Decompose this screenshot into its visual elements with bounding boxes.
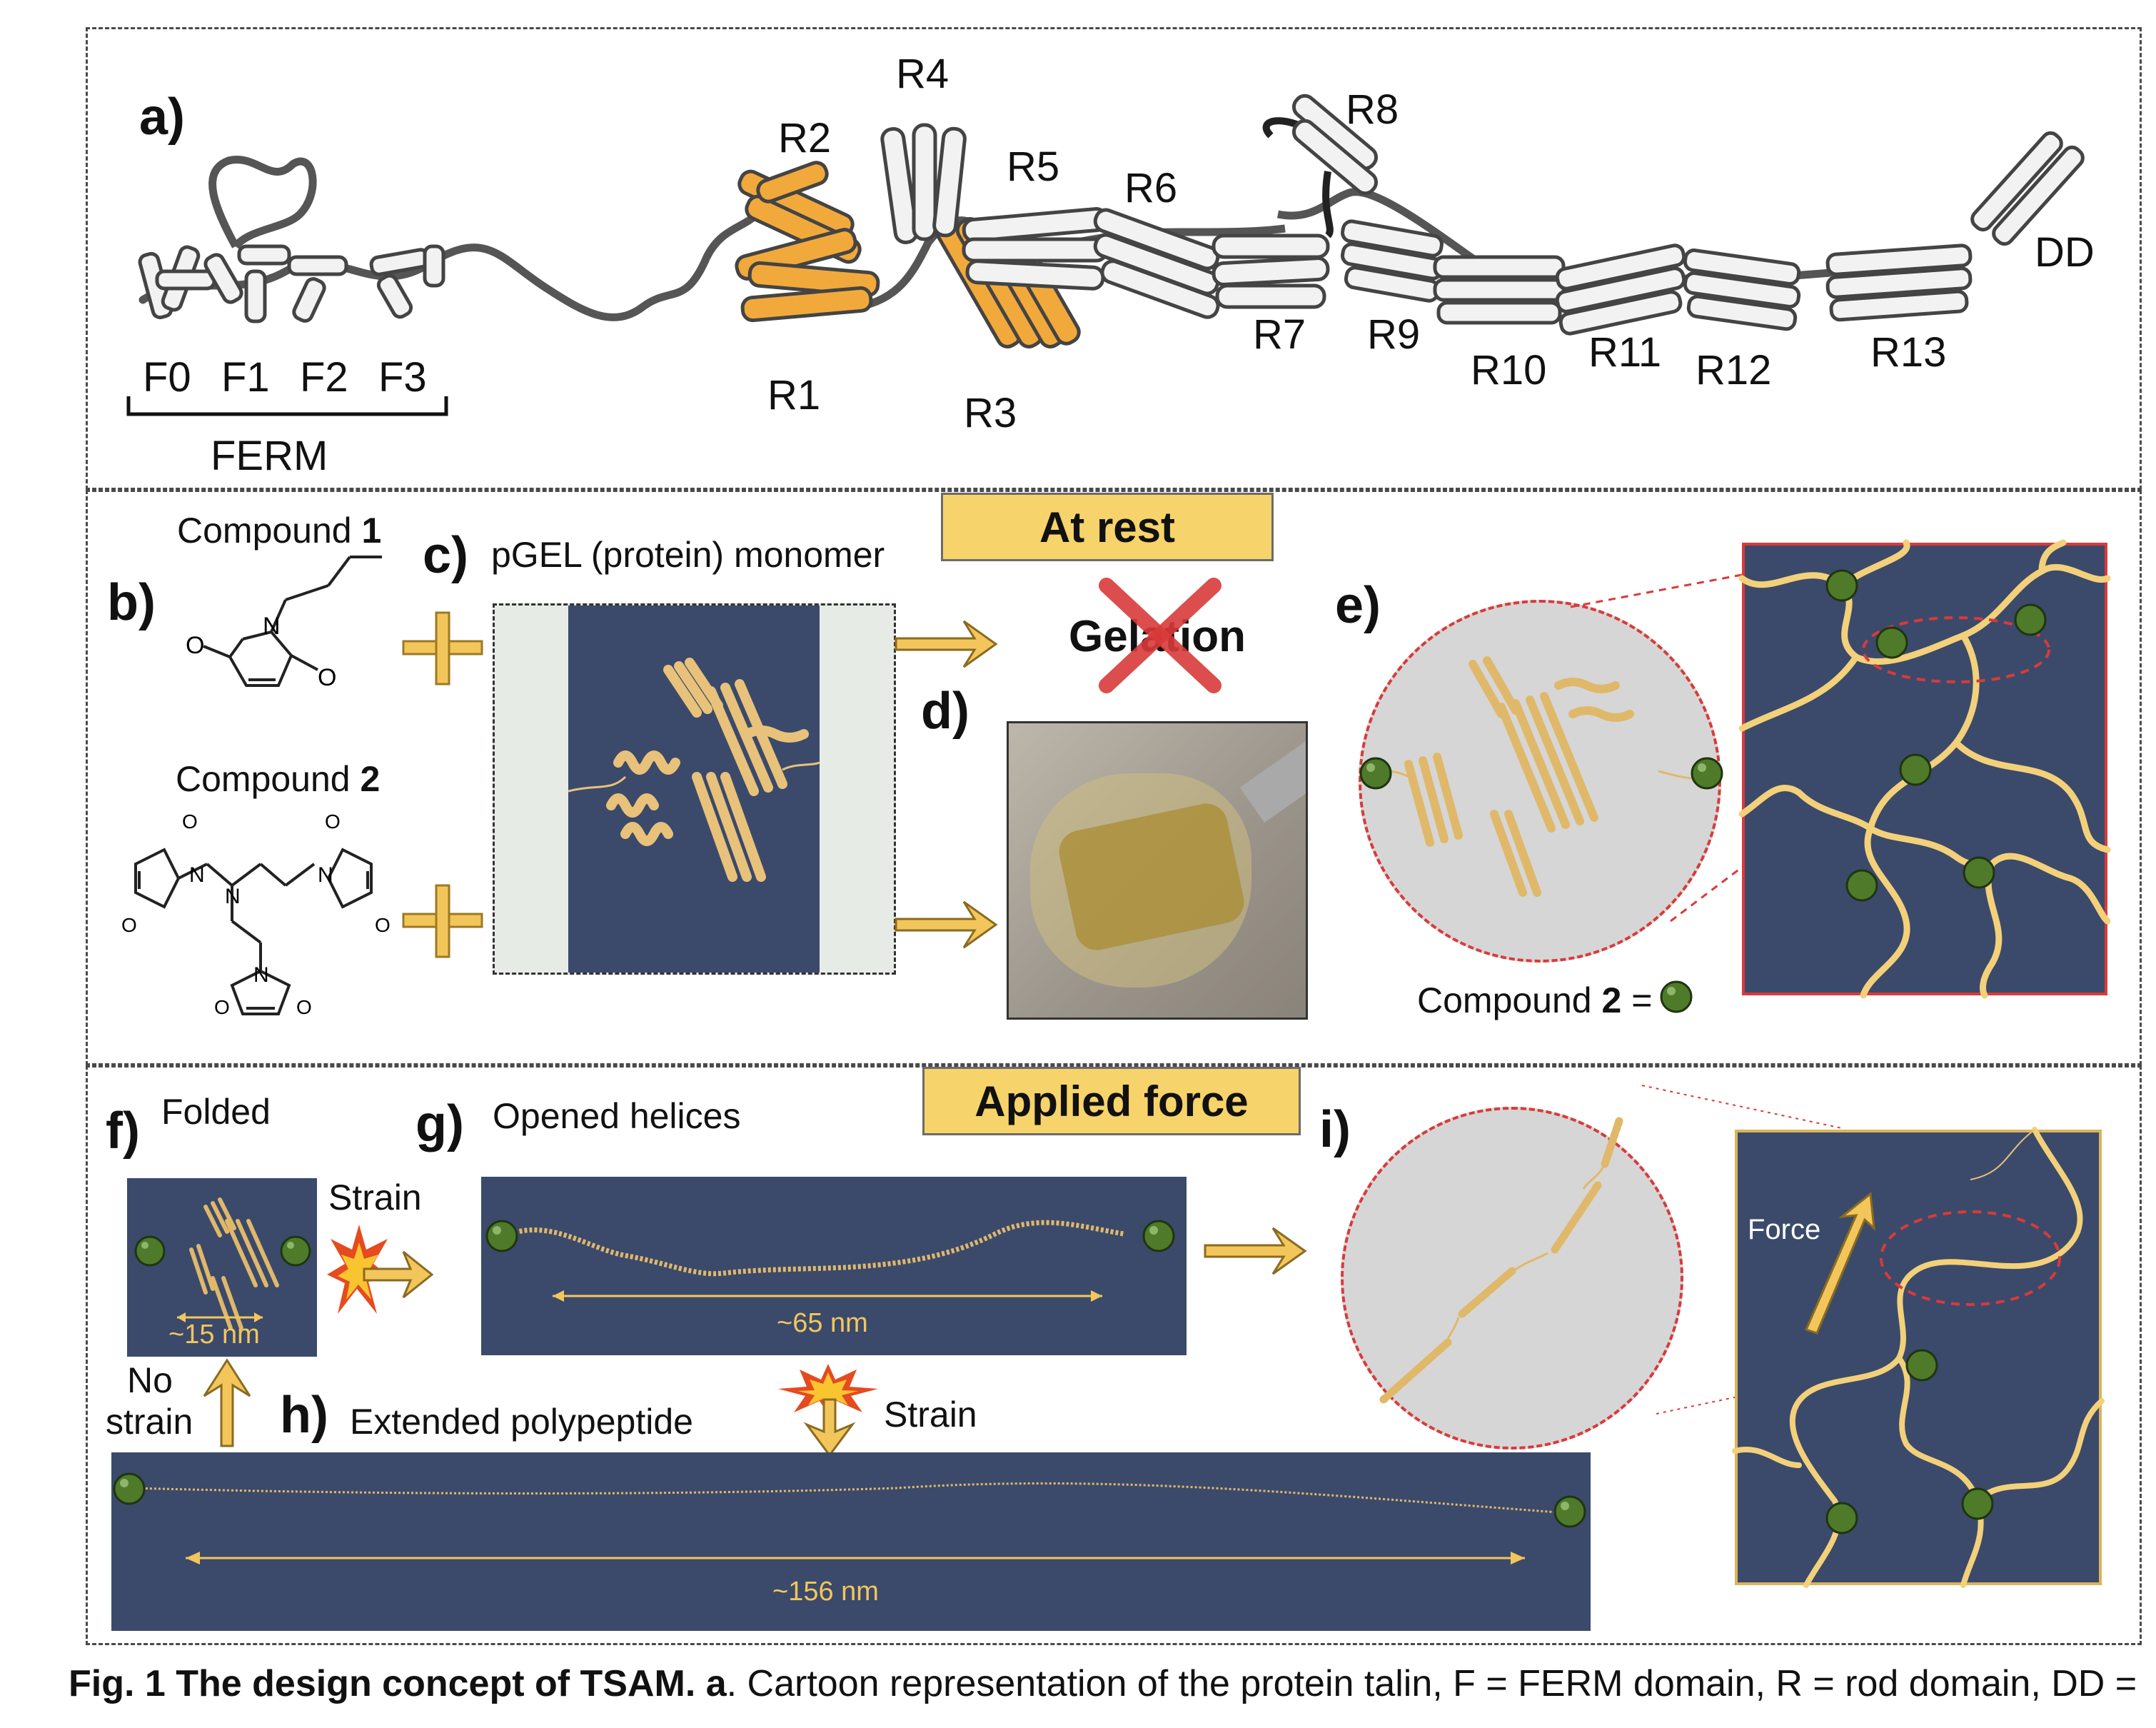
hydrogel-photo: [1007, 721, 1308, 1020]
bead-icon: [280, 1235, 311, 1267]
folded-drawing: [177, 1197, 279, 1330]
compound2-structure: N N N N O O O O O O: [121, 810, 391, 1018]
ferm-f0-label: F0: [143, 354, 191, 401]
extended-label: Extended polypeptide: [350, 1402, 693, 1442]
rod-r9-label: R9: [1367, 311, 1421, 358]
monomer-circle: [1359, 600, 1721, 963]
no-strain-label: strain: [106, 1402, 193, 1442]
svg-text:N: N: [263, 613, 281, 640]
svg-text:N: N: [253, 963, 269, 987]
protein-ribbon: [568, 658, 820, 882]
strain-top-label: Strain: [328, 1177, 422, 1217]
arrow-right-icon: [1204, 1227, 1307, 1275]
svg-text:O: O: [214, 996, 230, 1018]
figure-caption: Fig. 1 The design concept of TSAM. a. Ca…: [69, 1663, 2137, 1704]
rod-r7-label: R7: [1253, 311, 1306, 358]
bead-icon: [1553, 1495, 1586, 1528]
rod-r4-label: R4: [896, 51, 949, 97]
svg-text:O: O: [325, 810, 341, 833]
rod-r13-label: R13: [1870, 329, 1947, 376]
svg-text:O: O: [121, 914, 137, 936]
svg-text:O: O: [186, 632, 204, 659]
extended-box: [111, 1452, 1591, 1631]
rod-r12-label: R12: [1696, 347, 1772, 393]
stretched-circle: [1341, 1107, 1683, 1450]
extended-drawing: [132, 1482, 1568, 1564]
bead-icon: [485, 1220, 518, 1252]
ferm-f2-label: F2: [300, 354, 348, 401]
arrow-right-icon: [895, 620, 998, 668]
rod-r11-label: R11: [1588, 329, 1662, 376]
stretched-ribbon: [1379, 1117, 1623, 1404]
panel-f-i: [86, 1065, 2142, 1645]
plus-icon: [402, 884, 483, 958]
panel-b-label: b): [107, 574, 156, 631]
extended-scale: ~156 nm: [772, 1577, 879, 1607]
svg-text:O: O: [318, 664, 336, 691]
compound1-structure: O O N: [186, 556, 382, 691]
force-network-drawing: [1732, 1127, 2105, 1588]
panel-d-label: d): [921, 683, 969, 740]
rod-r6-label: R6: [1124, 165, 1178, 211]
svg-text:O: O: [182, 810, 198, 833]
panel-f-label: f): [106, 1102, 140, 1160]
rod-r5-label: R5: [1007, 144, 1060, 190]
bead-icon: [1359, 757, 1392, 790]
explosion-icon: [778, 1364, 878, 1414]
panel-b-e: [86, 490, 2142, 1065]
bead-icon: [1142, 1220, 1175, 1252]
network-drawing: [1738, 539, 2111, 999]
svg-text:O: O: [296, 996, 312, 1018]
at-rest-banner: At rest: [941, 493, 1274, 561]
rod-r8-label: R8: [1346, 86, 1399, 133]
panel-a-label: a): [139, 89, 186, 146]
folded-label: Folded: [161, 1092, 271, 1132]
opened-label: Opened helices: [493, 1096, 741, 1136]
no-label: No: [127, 1360, 173, 1400]
svg-text:N: N: [189, 863, 205, 887]
force-label: Force: [1748, 1214, 1821, 1245]
panel-h-label: h): [280, 1387, 328, 1444]
ferm-f3-label: F3: [378, 354, 427, 401]
opened-scale: ~65 nm: [777, 1308, 868, 1338]
arrow-right-icon: [895, 900, 998, 949]
panel-i-label: i): [1319, 1101, 1351, 1158]
arrow-down-icon: [803, 1398, 856, 1457]
compound2-label: Compound 2: [176, 759, 381, 799]
compound1-label: Compound 1: [177, 511, 382, 551]
explosion-icon: [327, 1225, 391, 1314]
cross-icon: [1099, 578, 1221, 693]
dd-label: DD: [2035, 229, 2095, 276]
svg-text:N: N: [318, 863, 333, 887]
monomer-title: pGEL (protein) monomer: [491, 535, 885, 575]
panel-e-label: e): [1335, 577, 1381, 634]
rod-r10-label: R10: [1471, 347, 1547, 393]
svg-text:O: O: [375, 914, 391, 936]
plus-icon: [402, 611, 483, 685]
rod-r1-label: R1: [767, 372, 821, 418]
folded-scale: ~15 nm: [168, 1320, 260, 1350]
legend-label: Compound 2 =: [1417, 980, 1653, 1020]
bead-icon: [1660, 980, 1693, 1013]
rod-r3-label: R3: [964, 390, 1017, 436]
panel-g-label: g): [415, 1095, 464, 1152]
applied-force-banner: Applied force: [922, 1067, 1301, 1135]
panel-a: [86, 27, 2142, 490]
arrow-right-icon: [363, 1250, 434, 1299]
ferm-label: FERM: [211, 433, 328, 479]
svg-text:N: N: [225, 885, 241, 908]
ferm-f1-label: F1: [221, 354, 270, 401]
talin-cartoon: [126, 94, 2085, 416]
bead-icon: [1691, 757, 1723, 790]
arrow-up-icon: [203, 1358, 251, 1447]
opened-drawing: [508, 1220, 1124, 1302]
rod-r2-label: R2: [778, 115, 832, 161]
bead-icon: [134, 1235, 166, 1267]
bead-icon: [113, 1472, 146, 1505]
panel-c-label: c): [423, 527, 469, 584]
strain-bottom-label: Strain: [884, 1395, 977, 1435]
